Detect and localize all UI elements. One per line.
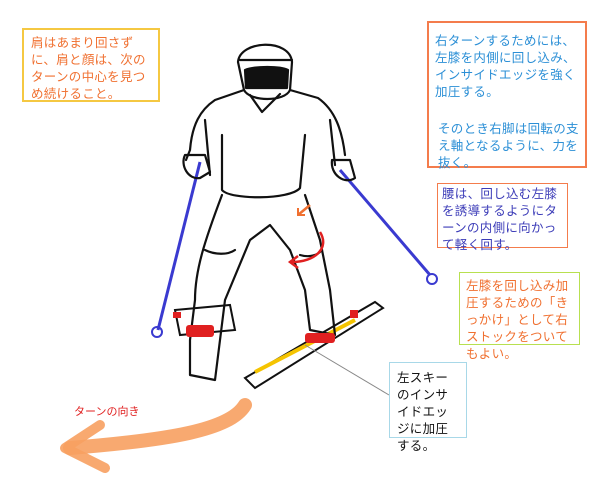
note-right-turn: 右ターンするためには、左膝を内側に回し込み、インサイドエッジを強く加圧する。 そ…	[427, 21, 587, 170]
turn-direction-arrow	[60, 398, 252, 473]
note-shoulders-text: 肩はあまり回さずに、肩と顔は、次のターンの中心を見つめ続けること。	[31, 35, 146, 101]
note-right-turn-text-2: そのとき右脚は回転の支え軸となるように、力を抜く。	[438, 121, 579, 170]
note-right-turn-text-1: 右ターンするためには、左膝を内側に回し込み、インサイドエッジを強く加圧する。	[435, 33, 576, 99]
boots	[173, 310, 358, 343]
skier-figure	[182, 43, 357, 382]
callout-line	[304, 344, 390, 396]
turn-direction-label: ターンの向き	[74, 405, 140, 418]
note-left-ski-text: 左スキーのインサイドエッジに加圧する。	[397, 370, 449, 453]
note-pole-text: 左膝を回し込み加圧するための「きっかけ」として右ストックをついてもよい。	[466, 278, 569, 361]
note-shoulders: 肩はあまり回さずに、肩と顔は、次のターンの中心を見つめ続けること。	[22, 28, 160, 102]
right-pole	[338, 169, 438, 285]
left-pole	[151, 161, 202, 338]
note-hips-text: 腰は、回し込む左膝を誘導するようにターンの内側に向かって軽く回す。	[442, 186, 558, 252]
note-hips: 腰は、回し込む左膝を誘導するようにターンの内側に向かって軽く回す。	[437, 183, 568, 252]
note-left-ski: 左スキーのインサイドエッジに加圧する。	[389, 362, 467, 453]
hip-rotation-arrows	[287, 204, 325, 269]
skis	[173, 300, 385, 390]
note-pole: 左膝を回し込み加圧するための「きっかけ」として右ストックをついてもよい。	[459, 272, 580, 361]
